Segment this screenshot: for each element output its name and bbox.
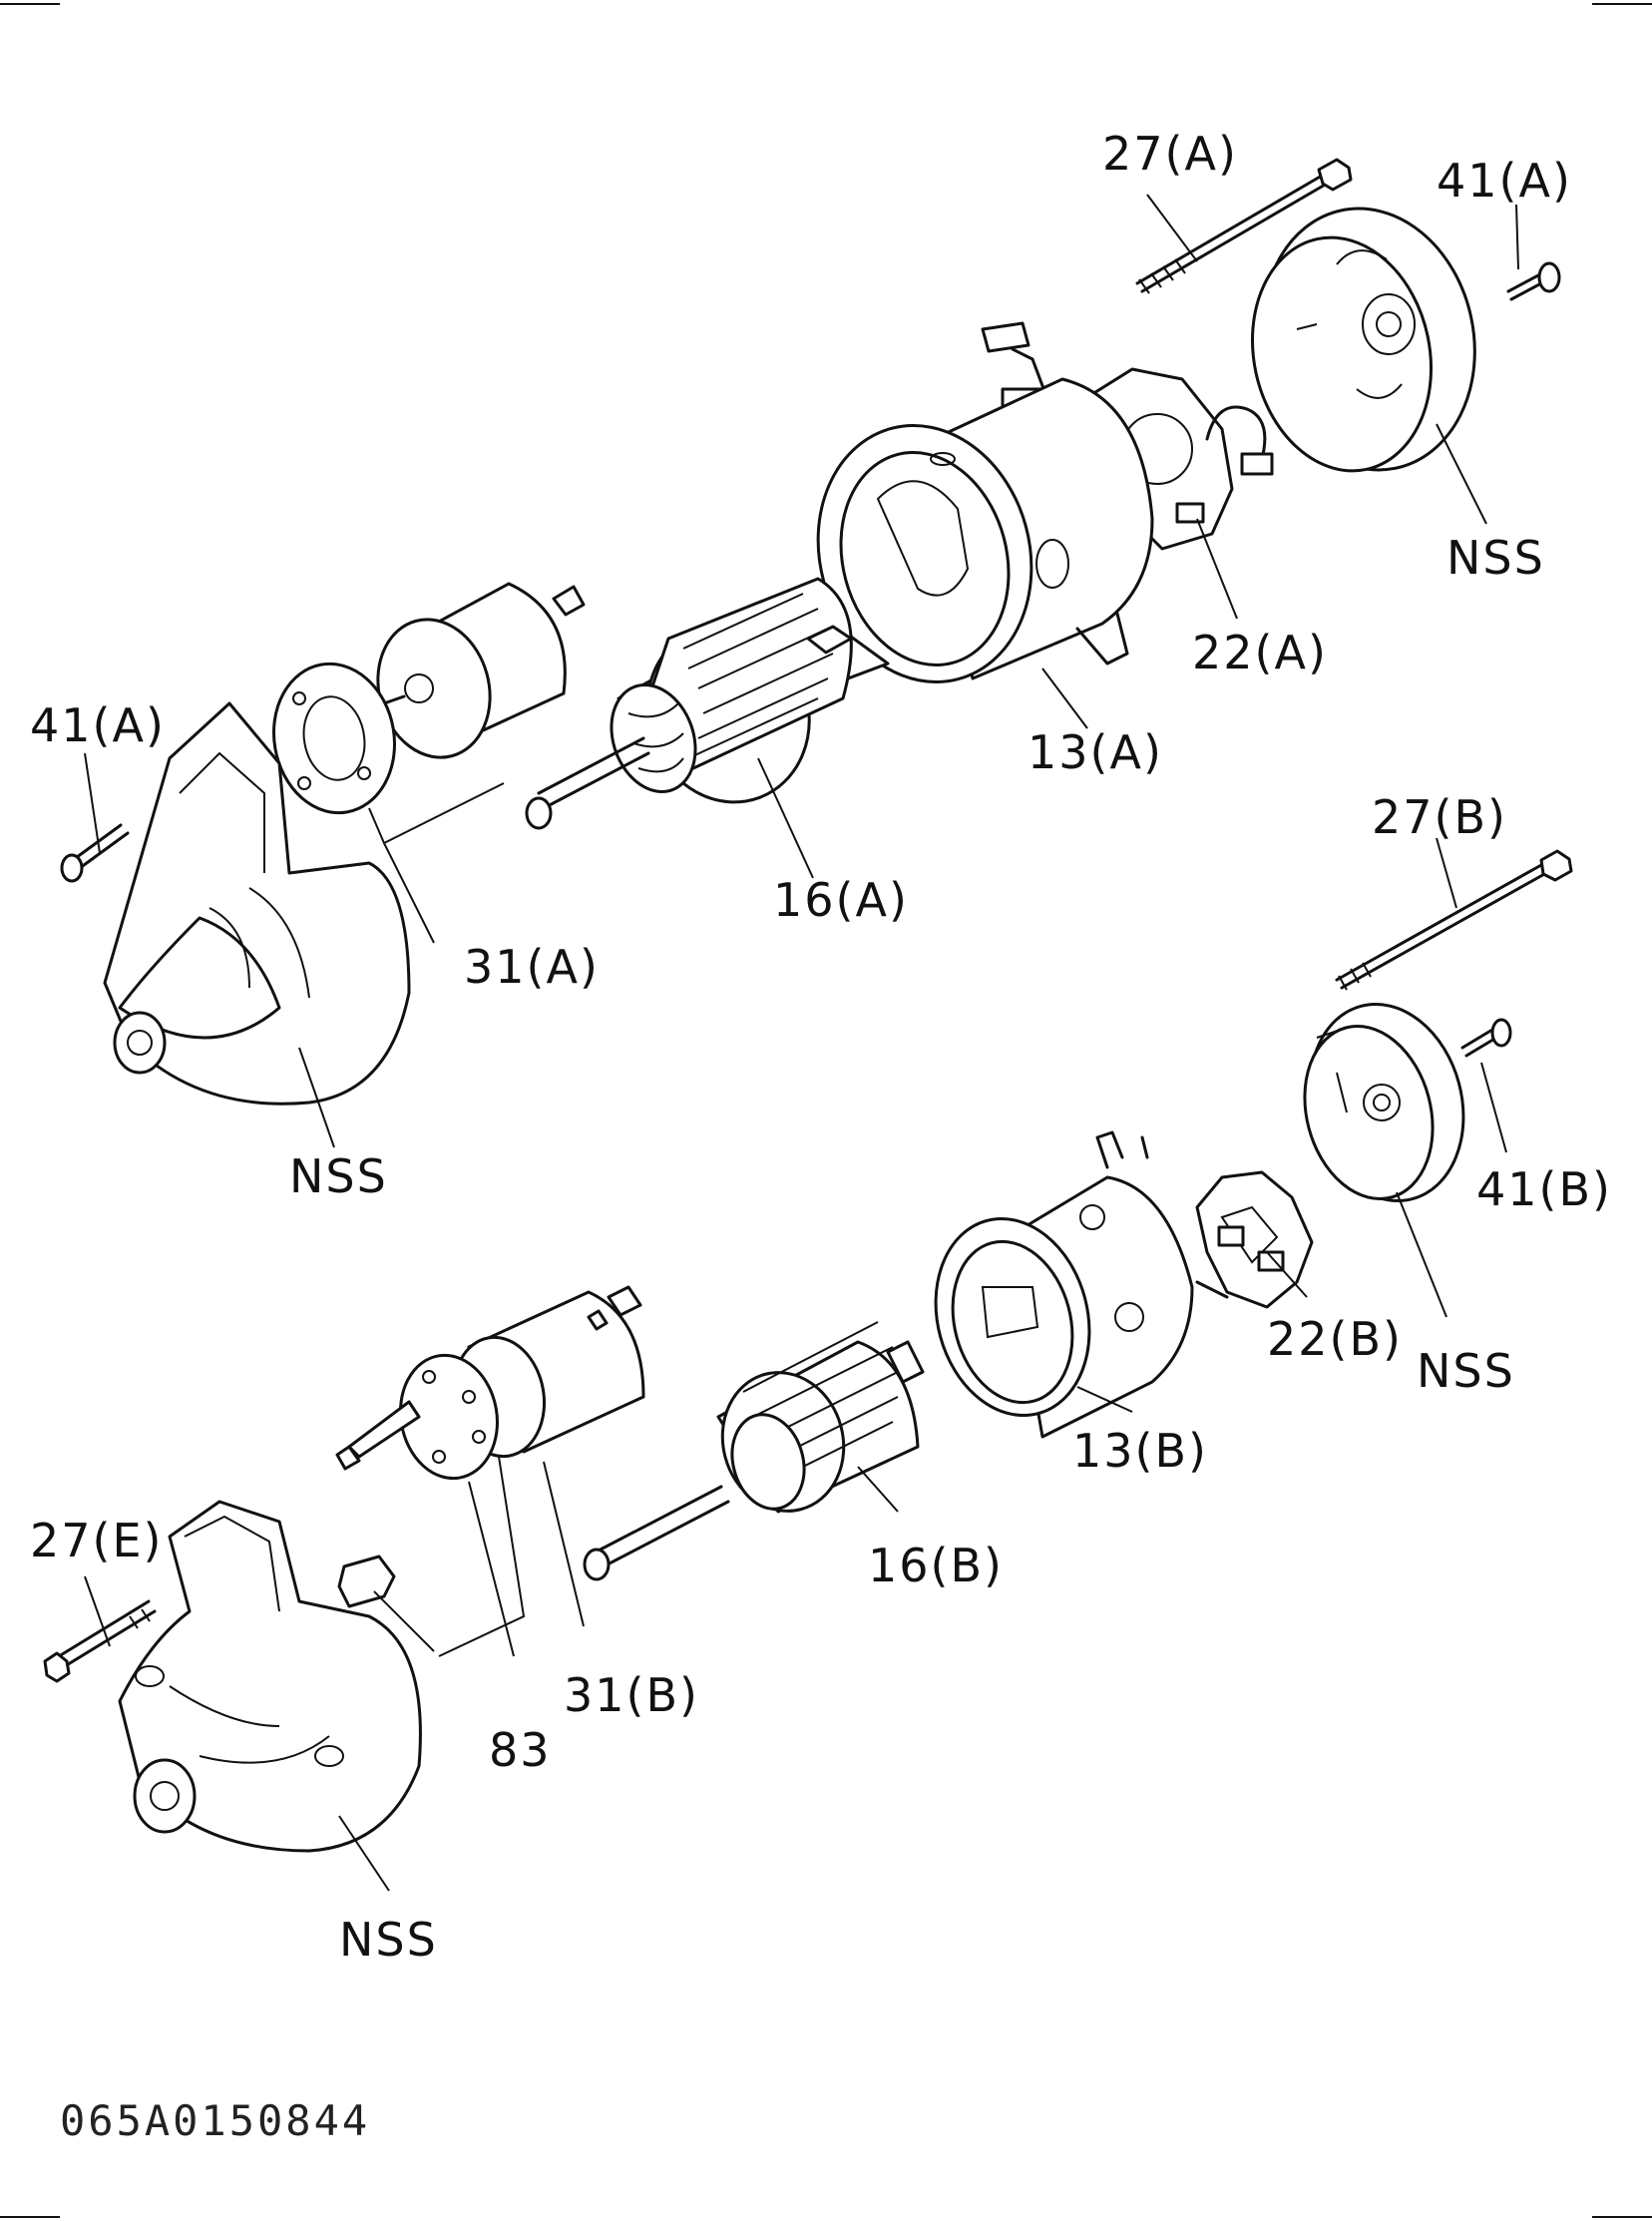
label-16a: 16(A) (773, 873, 909, 927)
label-16b: 16(B) (868, 1539, 1004, 1592)
label-nss-top-right: NSS (1446, 531, 1545, 585)
leader-lines (84, 194, 1519, 1892)
label-27e: 27(E) (30, 1514, 164, 1567)
yoke-13a (816, 377, 1154, 683)
label-31b: 31(B) (564, 1668, 699, 1722)
label-22b: 22(B) (1267, 1312, 1403, 1366)
label-nss-mid-left: NSS (289, 1149, 388, 1203)
label-22a: 22(A) (1192, 626, 1328, 679)
drive-housing-b (118, 1500, 422, 1853)
screw-41a-left (60, 823, 130, 883)
through-bolt-27b (1335, 849, 1573, 991)
frame-marks (0, 3, 1652, 2218)
drawing-code: 065A0150844 (60, 2096, 370, 2145)
screw-41b (1460, 1018, 1512, 1058)
label-13a: 13(A) (1028, 725, 1163, 779)
callout-labels: 27(A) 41(A) NSS 22(A) 13(A) 41(A) 16(A) … (30, 127, 1612, 1967)
label-41a-left: 41(A) (30, 698, 166, 752)
solenoid-31a (271, 582, 586, 815)
label-nss-mid-right: NSS (1417, 1344, 1515, 1398)
label-27a: 27(A) (1102, 127, 1238, 181)
label-83: 83 (489, 1723, 552, 1777)
label-31a: 31(A) (464, 940, 600, 994)
label-13b: 13(B) (1072, 1424, 1208, 1478)
rear-cover-b (1303, 1002, 1465, 1203)
armature-16b (583, 1321, 925, 1581)
armature-16a (525, 577, 890, 830)
label-27b: 27(B) (1372, 790, 1507, 844)
label-41b: 41(B) (1476, 1162, 1612, 1216)
rear-cover-a (1250, 207, 1476, 473)
solenoid-31b (335, 1285, 645, 1481)
yoke-13b (934, 1130, 1229, 1439)
through-bolt-27a (1135, 158, 1353, 294)
drive-housing-a (103, 701, 411, 1106)
screw-41a-top (1506, 261, 1561, 301)
label-41a-top: 41(A) (1437, 154, 1572, 208)
part-83 (337, 1555, 396, 1608)
label-nss-bottom: NSS (339, 1913, 438, 1967)
brush-holder-22b (1195, 1170, 1314, 1309)
